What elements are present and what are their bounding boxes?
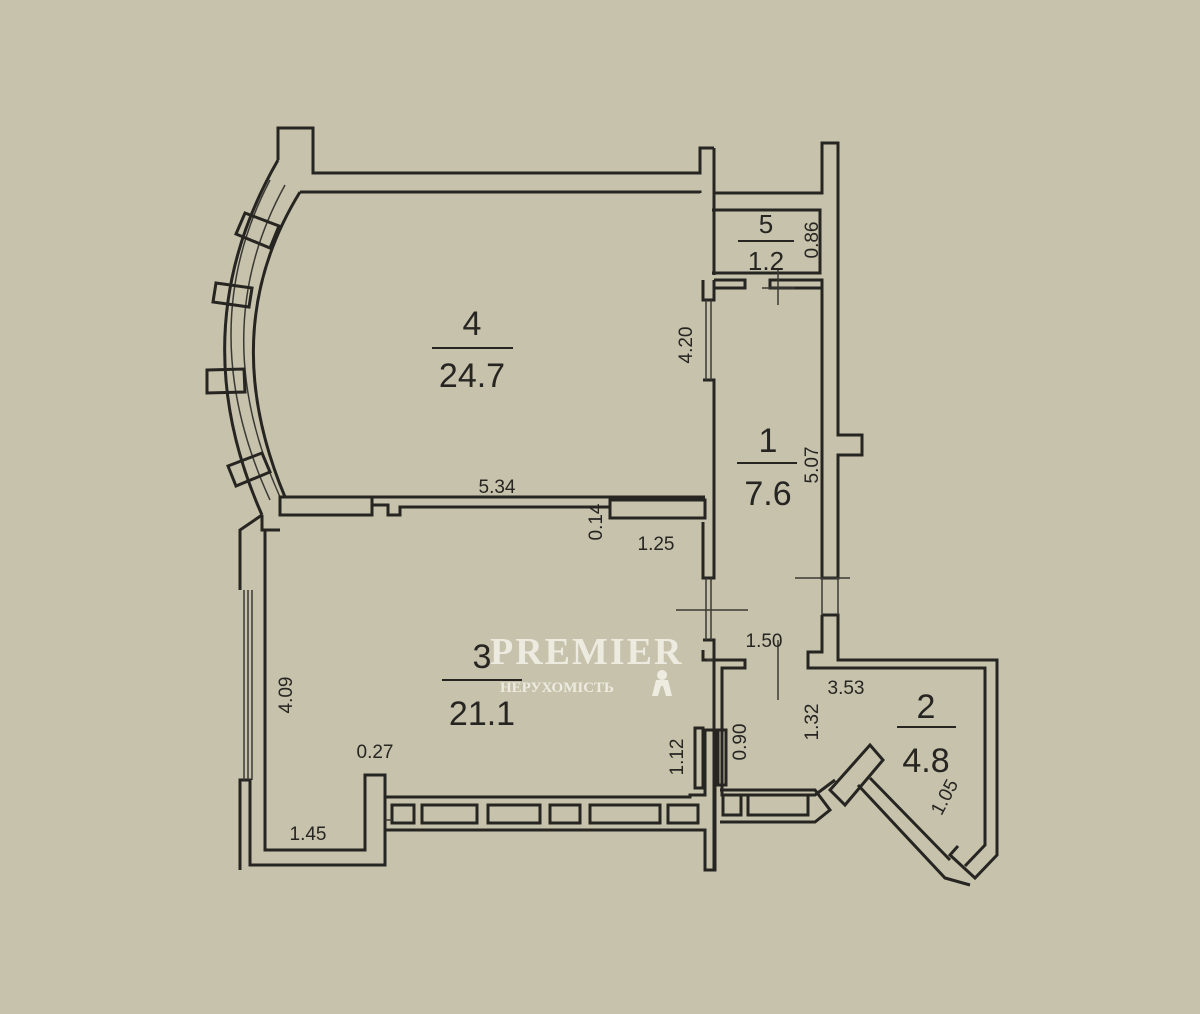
door-mark bbox=[795, 577, 850, 615]
wall-segment bbox=[278, 495, 374, 517]
dimension-label: 4.09 bbox=[276, 677, 297, 714]
dimension-label: 4.20 bbox=[676, 327, 697, 364]
walls bbox=[205, 126, 999, 887]
window-pier bbox=[211, 281, 254, 309]
room-3-label: 3 21.1 bbox=[442, 638, 522, 733]
wall-cell bbox=[486, 803, 542, 825]
room4-inner-top-wall bbox=[300, 190, 702, 194]
dimension-label: 3.53 bbox=[828, 678, 865, 699]
wall-cell bbox=[721, 793, 743, 817]
room5-walls bbox=[712, 141, 864, 580]
corridor-right-lower bbox=[806, 613, 999, 881]
dimension-label: 1.25 bbox=[638, 534, 675, 555]
room-2-label: 2 4.8 bbox=[897, 688, 956, 780]
dimension-label: 0.90 bbox=[730, 724, 751, 761]
room2-diagonal bbox=[856, 776, 971, 887]
room-area: 7.6 bbox=[744, 475, 791, 513]
dimension-label: 5.34 bbox=[479, 477, 516, 498]
wall-cell bbox=[746, 793, 810, 817]
window-pier bbox=[205, 367, 247, 395]
room-number: 2 bbox=[917, 688, 936, 726]
wall-cell bbox=[548, 803, 582, 825]
wall-cell bbox=[390, 803, 416, 825]
watermark-brand: PREMIER bbox=[490, 631, 683, 673]
person-icon bbox=[652, 670, 672, 696]
bay-window-outer bbox=[223, 159, 280, 516]
wall-cell bbox=[420, 803, 479, 825]
room-area: 4.8 bbox=[902, 742, 949, 780]
window-pier bbox=[234, 211, 281, 250]
door-mark bbox=[676, 609, 779, 700]
dimension-label: 0.86 bbox=[802, 222, 823, 259]
premier-watermark-logo: PREMIER НЕРУХОМІСТЬ bbox=[490, 631, 683, 696]
room-area: 21.1 bbox=[449, 695, 515, 733]
room-number: 5 bbox=[759, 209, 773, 239]
shaft bbox=[693, 726, 705, 790]
room-number: 4 bbox=[463, 305, 482, 343]
dimension-label: 0.14 bbox=[586, 503, 607, 540]
room-area: 1.2 bbox=[748, 246, 784, 276]
room-area: 24.7 bbox=[439, 357, 505, 395]
corridor-left-wall bbox=[701, 280, 716, 662]
opening-line bbox=[705, 300, 712, 640]
bottom-wall bbox=[385, 728, 833, 872]
dimension-label: 0.27 bbox=[357, 742, 394, 763]
bay-window-inner bbox=[251, 191, 302, 498]
window-pier bbox=[226, 451, 272, 488]
room-number: 3 bbox=[473, 638, 492, 676]
dimension-label: 1.50 bbox=[746, 631, 783, 652]
dimension-label: 1.45 bbox=[290, 824, 327, 845]
room3-left-wall bbox=[238, 513, 387, 870]
watermark-subtitle: НЕРУХОМІСТЬ bbox=[500, 680, 614, 696]
room-number: 1 bbox=[759, 422, 778, 460]
dimension-label: 1.05 bbox=[927, 776, 963, 819]
room-1-label: 1 7.6 bbox=[737, 422, 797, 513]
top-stub-wall bbox=[276, 126, 714, 175]
dimensions: 5.34 4.20 0.86 5.07 0.14 1.25 1.50 3.53 … bbox=[276, 222, 963, 845]
door-mark bbox=[762, 270, 795, 305]
window-lines bbox=[243, 590, 253, 780]
wall-cell bbox=[666, 803, 700, 825]
shaft bbox=[716, 728, 728, 787]
dimension-label: 1.12 bbox=[667, 739, 688, 776]
room-5-label: 5 1.2 bbox=[738, 209, 794, 276]
room5-inner bbox=[712, 208, 822, 275]
dimension-label: 1.32 bbox=[802, 704, 823, 741]
wall-cell bbox=[588, 803, 662, 825]
dimension-label: 5.07 bbox=[802, 447, 823, 484]
room-4-label: 4 24.7 bbox=[432, 305, 513, 395]
